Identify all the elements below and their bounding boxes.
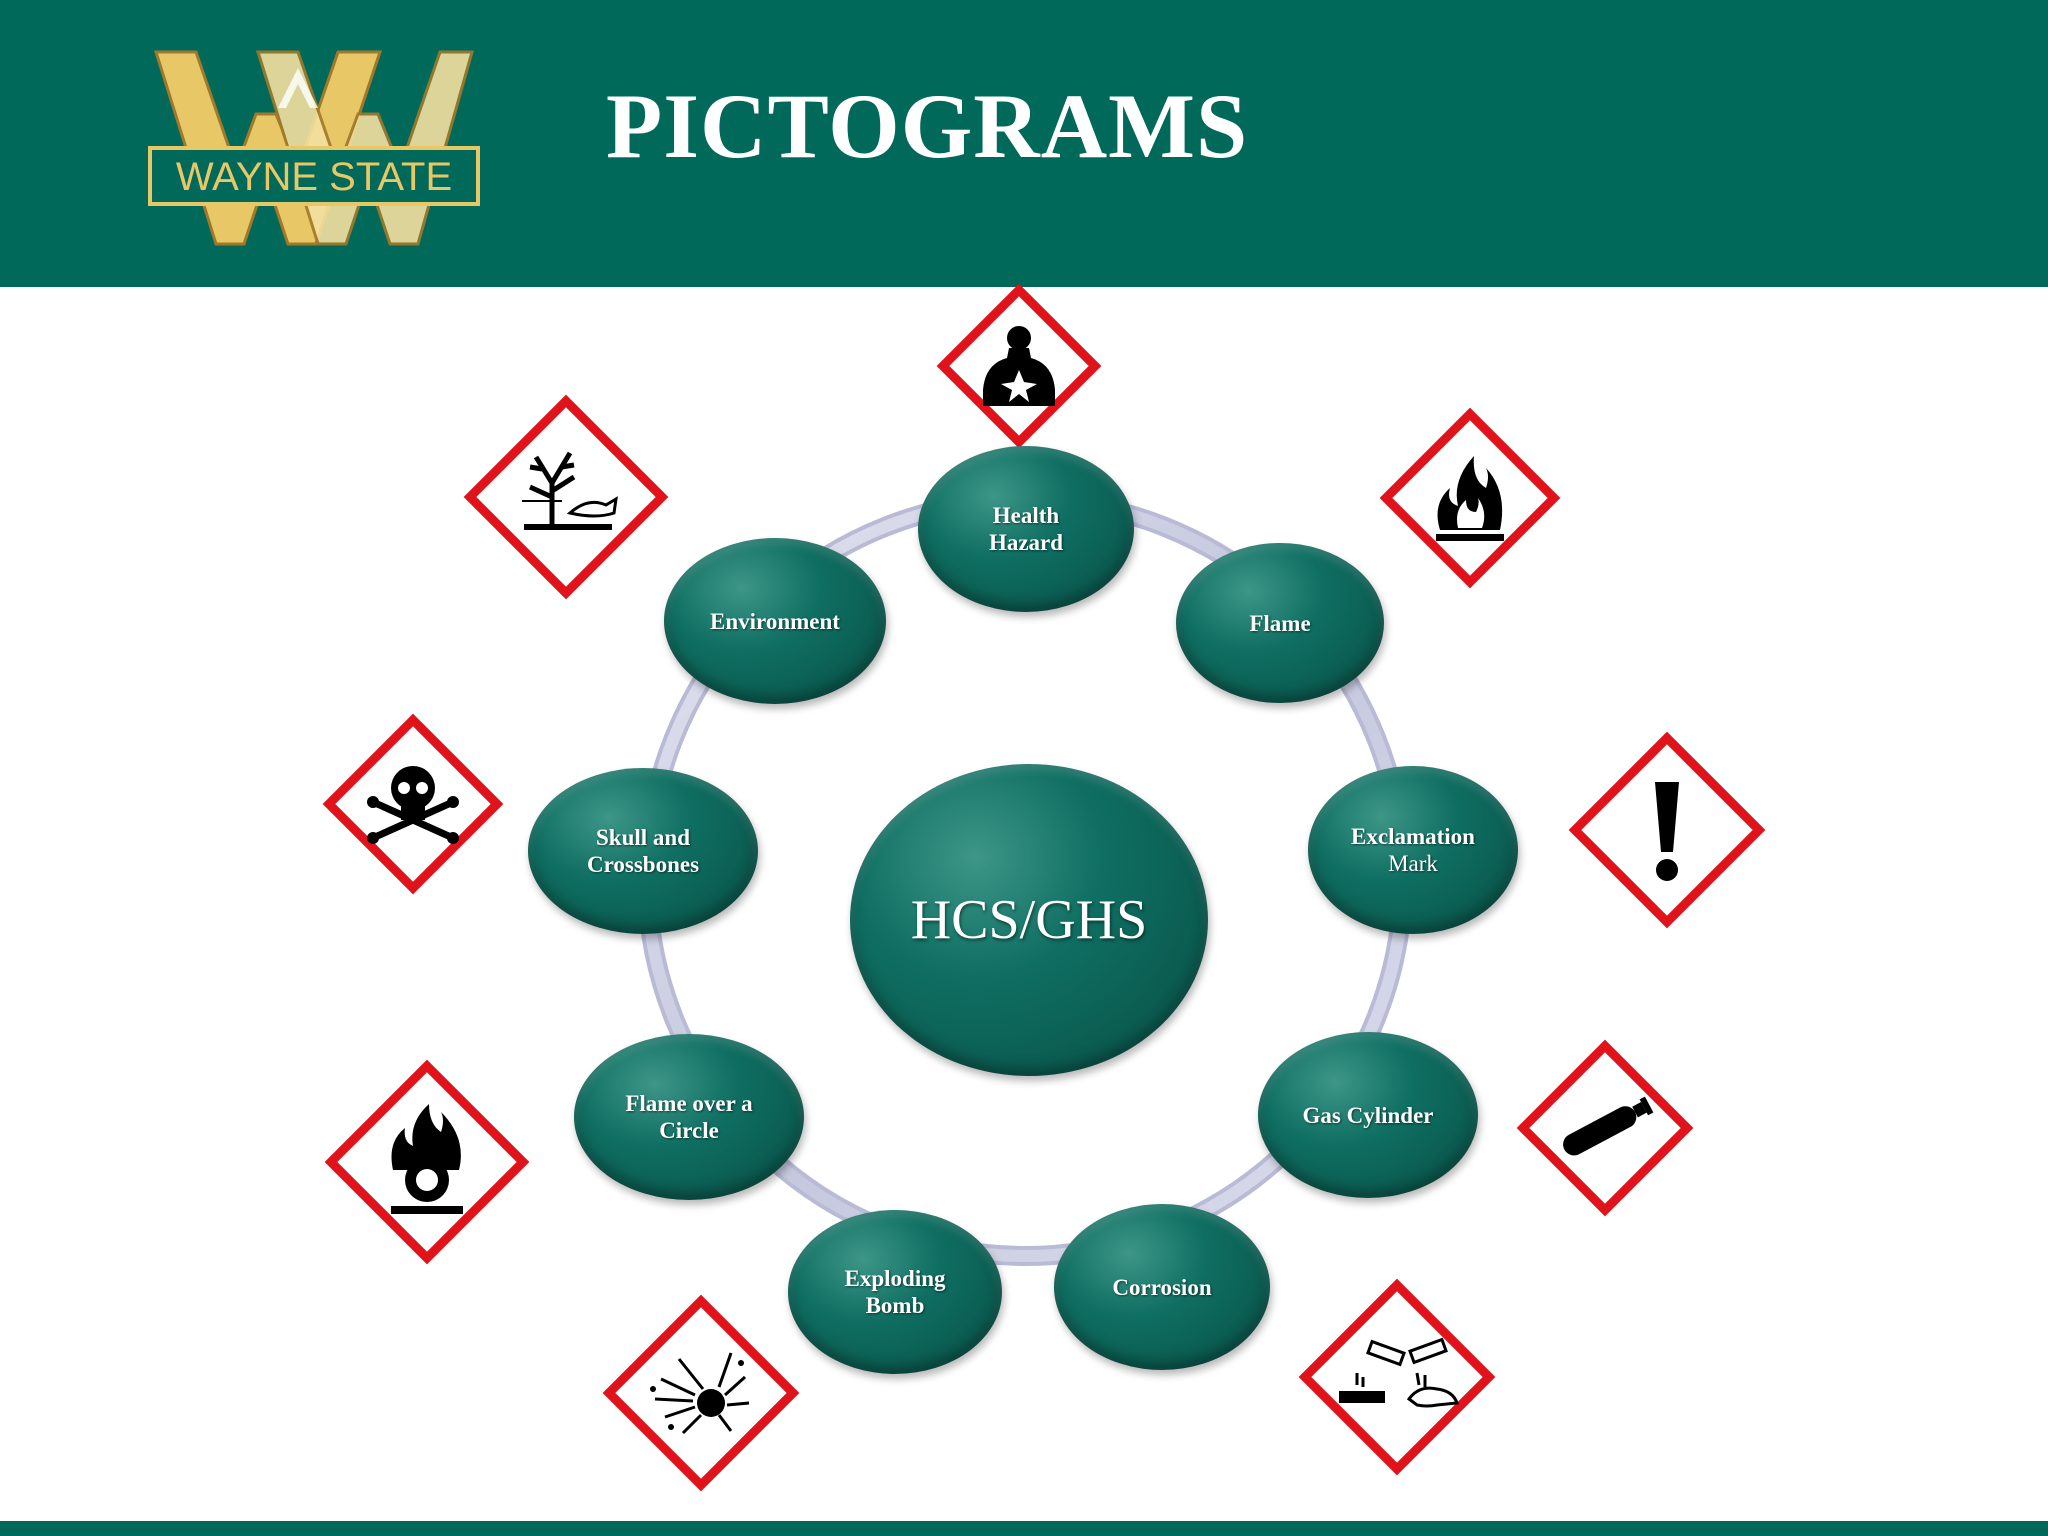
node-label: Gas Cylinder xyxy=(1302,1102,1434,1128)
health-hazard-pictogram xyxy=(936,283,1102,449)
node-label: Exclamation xyxy=(1351,824,1475,849)
hub-node: HCS/GHS xyxy=(850,764,1208,1076)
header-banner: WAYNE STATE PICTOGRAMS xyxy=(0,0,2048,287)
node-label-line2: Crossbones xyxy=(586,852,700,877)
corrosion-icon xyxy=(1339,1337,1460,1408)
node-skull-and-crossbones: Skull and Crossbones xyxy=(528,768,758,934)
hub-label: HCS/GHS xyxy=(910,888,1148,951)
corrosion-pictogram xyxy=(1298,1278,1496,1476)
node-label: Flame xyxy=(1249,610,1311,636)
node-label: Exploding xyxy=(844,1266,946,1291)
environment-pictogram xyxy=(463,394,669,600)
node-flame: Flame xyxy=(1176,543,1384,703)
environment-icon xyxy=(522,451,618,530)
flame-icon xyxy=(1436,456,1504,541)
node-exclamation-mark: Exclamation Mark xyxy=(1308,766,1518,934)
node-label-line2: Circle xyxy=(659,1118,719,1143)
exclamation-mark-pictogram xyxy=(1568,731,1766,929)
skull-and-crossbones-pictogram xyxy=(322,713,504,895)
page-title: PICTOGRAMS xyxy=(606,75,1249,177)
node-corrosion: Corrosion xyxy=(1054,1204,1270,1370)
node-flame-over-circle: Flame over a Circle xyxy=(574,1034,804,1200)
gas-cylinder-icon xyxy=(1563,1096,1654,1156)
node-label: Skull and xyxy=(596,825,690,850)
exploding-bomb-icon xyxy=(650,1352,750,1435)
node-environment: Environment xyxy=(664,538,886,704)
health-hazard-icon xyxy=(983,326,1055,406)
node-health-hazard: Health Hazard xyxy=(918,446,1134,612)
exploding-bomb-pictogram xyxy=(602,1294,800,1492)
node-label-line2: Mark xyxy=(1388,851,1438,876)
node-gas-cylinder: Gas Cylinder xyxy=(1258,1032,1478,1198)
exclamation-mark-icon xyxy=(1655,782,1679,881)
flame-pictogram xyxy=(1379,407,1561,589)
node-label: Environment xyxy=(710,608,840,634)
skull-and-crossbones-icon xyxy=(367,766,459,844)
node-label: Health xyxy=(992,503,1060,528)
footer-bar xyxy=(0,1521,2048,1536)
logo-text: WAYNE STATE xyxy=(176,155,452,199)
node-label-line2: Bomb xyxy=(865,1293,925,1318)
flame-over-circle-icon xyxy=(391,1104,463,1214)
wayne-state-logo: WAYNE STATE xyxy=(148,50,480,246)
gas-cylinder-pictogram xyxy=(1516,1039,1694,1217)
node-label-line2: Hazard xyxy=(988,530,1064,555)
node-exploding-bomb: Exploding Bomb xyxy=(788,1210,1002,1374)
node-label: Flame over a xyxy=(625,1091,753,1116)
flame-over-circle-pictogram xyxy=(324,1059,530,1265)
node-label: Corrosion xyxy=(1112,1274,1212,1300)
